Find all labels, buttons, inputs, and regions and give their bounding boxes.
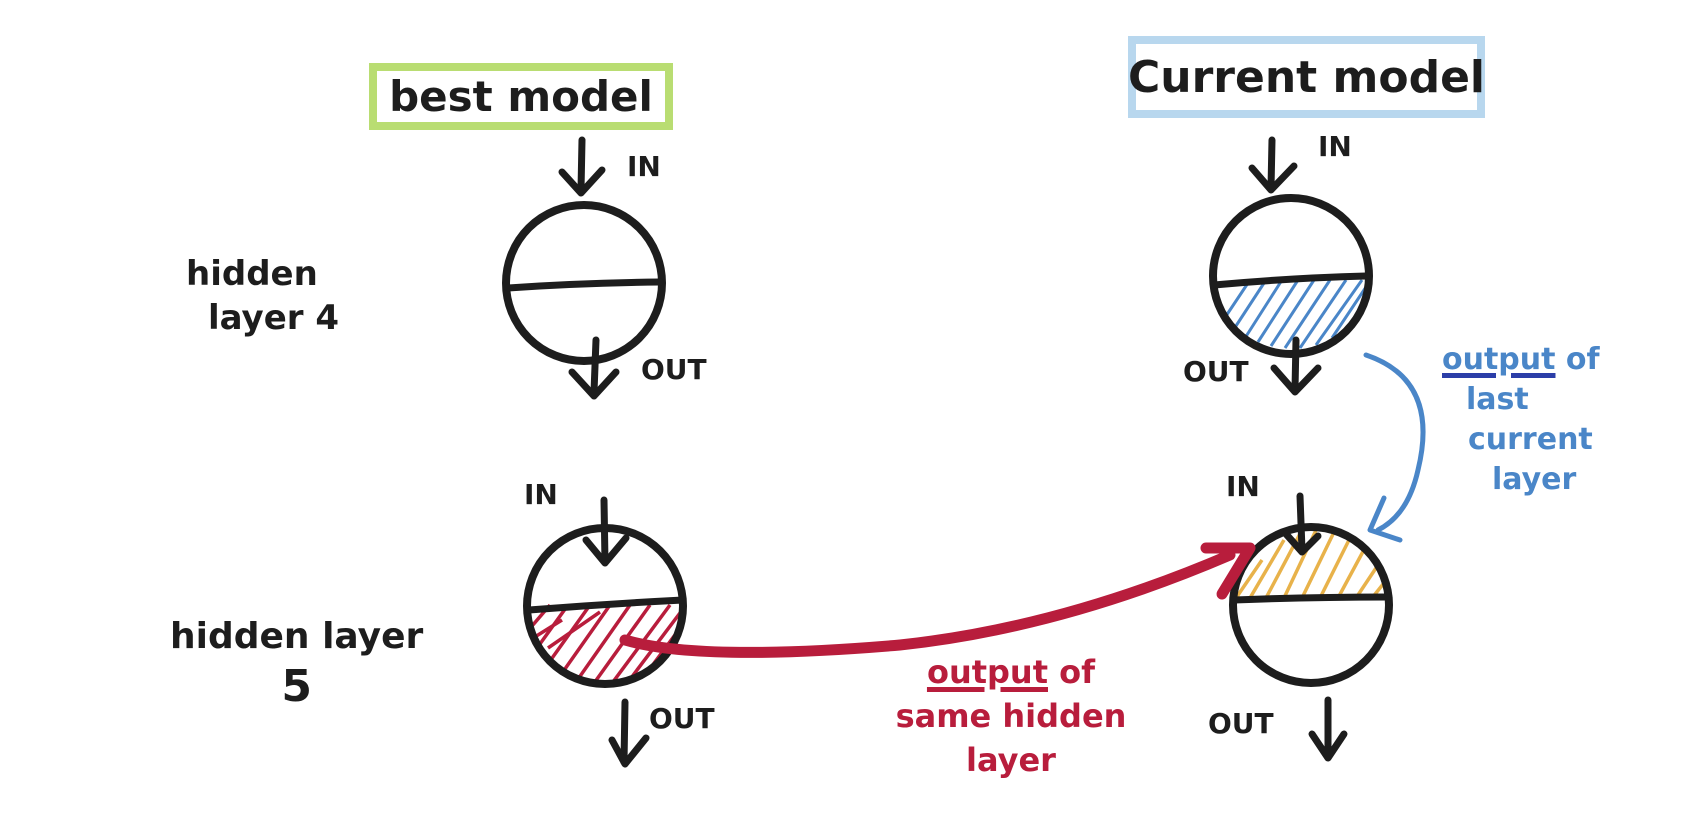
note-blue-line2: last: [1466, 382, 1529, 417]
in-label-current-layer5: IN: [1226, 470, 1260, 503]
note-red-line2: same hidden: [895, 697, 1127, 735]
current-model-title: Current model: [1127, 51, 1486, 103]
row-label-layer4-line1: hidden: [186, 254, 318, 294]
note-output-of-last-current-layer: output of last current layer: [1442, 340, 1600, 500]
row-label-layer5: hidden layer 5: [170, 612, 423, 712]
out-label-best-layer4: OUT: [641, 353, 707, 386]
note-blue-line4: layer: [1492, 462, 1577, 497]
row-label-layer4-line2: layer 4: [208, 298, 340, 338]
row-label-layer5-line2: 5: [281, 661, 312, 712]
note-output-of-same-hidden-layer: output of same hidden layer: [886, 650, 1136, 782]
in-arrow-current-layer5: [1282, 492, 1322, 556]
note-blue-output-word: output: [1442, 342, 1556, 377]
note-red-of-word: of: [1048, 653, 1096, 691]
in-label-current-layer4: IN: [1318, 130, 1352, 163]
node-best-layer4: [502, 201, 666, 365]
note-blue-of-word: of: [1555, 342, 1600, 377]
in-arrow-best-layer5: [582, 496, 630, 567]
out-arrow-best-layer5: [608, 698, 650, 768]
out-arrow-current-layer5: [1308, 696, 1348, 762]
node-current-layer4: [1209, 194, 1373, 358]
note-blue-line3: current: [1468, 422, 1593, 457]
out-label-current-layer4: OUT: [1183, 355, 1249, 388]
best-model-title-box: best model: [369, 63, 673, 130]
out-label-best-layer5: OUT: [649, 702, 715, 735]
note-blue-line1: output of: [1442, 340, 1600, 380]
in-label-best-layer4: IN: [627, 150, 661, 183]
best-model-title: best model: [389, 72, 653, 121]
out-arrow-best-layer4: [568, 336, 620, 400]
red-connector-arrow: [619, 542, 1256, 658]
note-red-line3: layer: [966, 741, 1056, 779]
note-red-output-word: output: [926, 653, 1048, 691]
row-label-layer5-line1: hidden layer: [170, 616, 424, 657]
node-current-layer5: [1229, 523, 1393, 687]
note-red-line1: output of: [886, 650, 1136, 694]
blue-connector-arrow: [1363, 352, 1426, 543]
in-label-best-layer5: IN: [524, 478, 558, 511]
in-arrow-best-layer4: [558, 136, 606, 197]
in-arrow-current-layer4: [1248, 136, 1298, 194]
row-label-layer4: hidden layer 4: [186, 252, 339, 340]
out-arrow-current-layer4: [1270, 336, 1322, 396]
out-label-current-layer5: OUT: [1208, 707, 1274, 740]
current-model-title-box: Current model: [1128, 36, 1485, 118]
